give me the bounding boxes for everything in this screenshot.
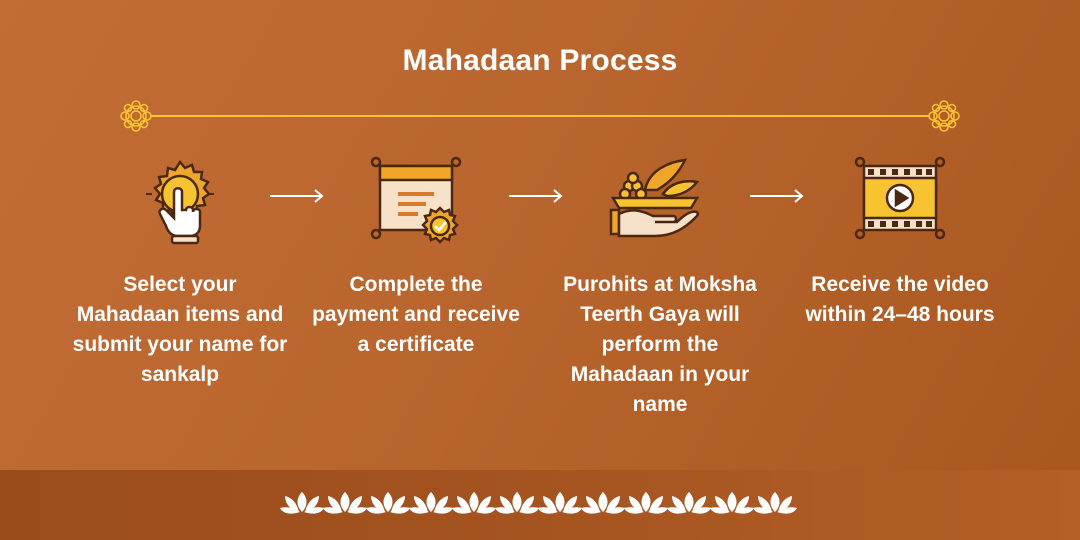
lotus-border [280,492,797,514]
arrow-right-icon [750,189,804,203]
offering-hand-icon [609,158,700,238]
video-play-icon [854,156,946,240]
step-1-text: Select your Mahadaan items and submit yo… [72,273,288,386]
mandala-icon [928,100,960,132]
mandala-icon [120,100,152,132]
certificate-icon [370,156,462,244]
footer-band [0,470,1080,540]
step-4-text: Receive the video within 24–48 hours [805,273,995,326]
divider-line [120,100,960,132]
hand-tap-icon [146,159,214,245]
arrow-right-icon [270,189,324,203]
arrow-right-icon [509,189,563,203]
step-3-text: Purohits at Moksha Teerth Gaya will perf… [563,273,757,416]
step-2-text: Complete the payment and receive a certi… [312,273,520,356]
page-title: Mahadaan Process [402,44,678,77]
